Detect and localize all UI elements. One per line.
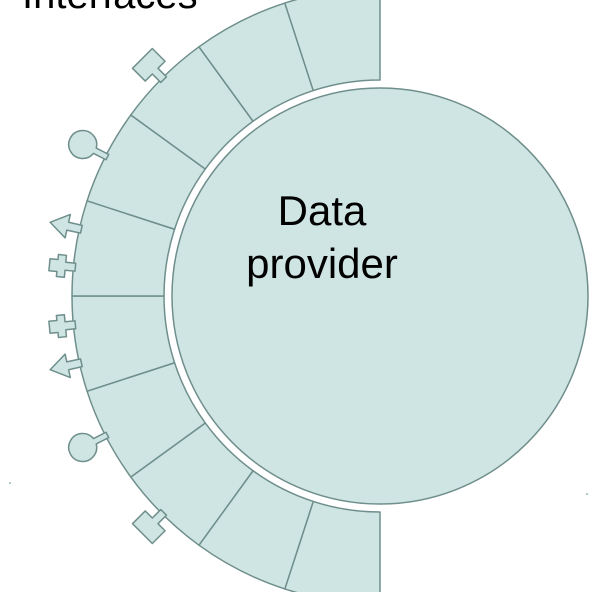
interface-ring: [71, 0, 381, 592]
data-provider-label-line2: provider: [246, 240, 398, 287]
circle-connector-icon: [67, 431, 110, 463]
arrow-connector-icon: [49, 213, 83, 239]
interface-segment: [284, 0, 381, 92]
stray-dot-left: [9, 482, 11, 484]
arrow-connector-icon: [49, 353, 83, 379]
cross-connector-icon: [48, 314, 77, 339]
interface-connectors: [48, 47, 168, 545]
circle-connector-icon: [67, 129, 110, 161]
stray-dot-right: [586, 493, 588, 495]
data-provider-circle: [171, 87, 589, 505]
data-provider-label-line1: Data: [278, 187, 367, 234]
square-connector-icon: [131, 508, 168, 545]
diagram-title: Interfaces: [22, 0, 198, 17]
square-connector-icon: [131, 47, 168, 84]
cross-connector-icon: [48, 253, 77, 278]
